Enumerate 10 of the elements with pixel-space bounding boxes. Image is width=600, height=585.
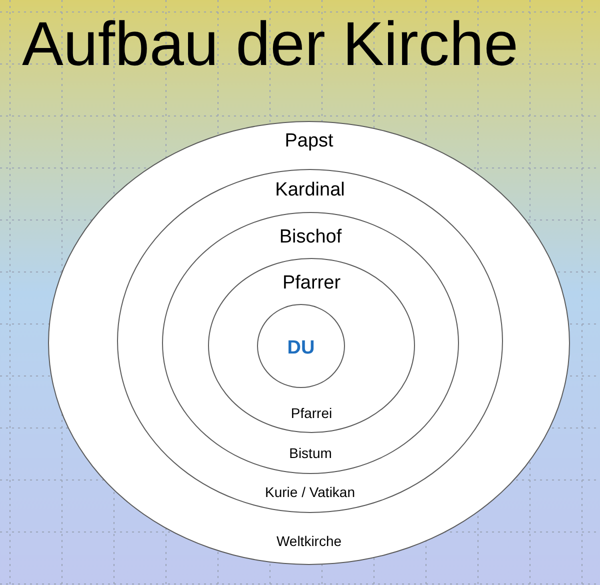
role-label: Pfarrer xyxy=(282,274,341,292)
area-label: Kurie / Vatikan xyxy=(265,485,355,499)
title: Aufbau der Kirche xyxy=(22,14,518,76)
area-label: Bistum xyxy=(289,446,332,460)
role-label: Bischof xyxy=(279,228,342,246)
area-label: Weltkirche xyxy=(276,534,342,548)
area-label: Pfarrei xyxy=(290,406,332,420)
center-label: DU xyxy=(287,338,315,358)
role-label: Kardinal xyxy=(275,180,345,200)
role-label: Papst xyxy=(284,132,334,150)
